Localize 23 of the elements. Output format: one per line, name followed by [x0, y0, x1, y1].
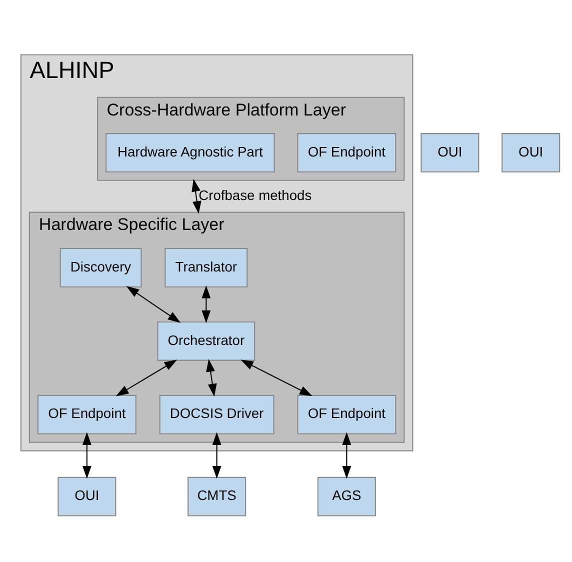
arrow: [206, 358, 217, 397]
node-box: AGS: [317, 476, 376, 516]
arrow: [240, 360, 312, 396]
node-box: Translator: [164, 248, 248, 288]
arrow: [342, 432, 352, 479]
edge-label: Crofbase methods: [198, 186, 312, 203]
arrow: [192, 178, 202, 214]
node-box: OF Endpoint: [297, 394, 396, 434]
arrow: [82, 432, 92, 479]
arrow: [212, 432, 222, 479]
arrow: [202, 286, 211, 324]
node-box: Discovery: [60, 248, 142, 288]
node-box: OUI: [420, 133, 480, 172]
node-box: Orchestrator: [157, 321, 256, 361]
node-box: DOCSIS Driver: [159, 394, 274, 434]
node-box: CMTS: [188, 476, 246, 516]
node-box: OF Endpoint: [37, 394, 136, 434]
node-box: Hardware Agnostic Part: [106, 133, 275, 172]
arrow: [126, 286, 181, 323]
node-box: OUI: [58, 476, 116, 516]
node-box: OUI: [502, 133, 560, 172]
arrow: [116, 360, 178, 396]
node-box: OF Endpoint: [297, 133, 396, 172]
